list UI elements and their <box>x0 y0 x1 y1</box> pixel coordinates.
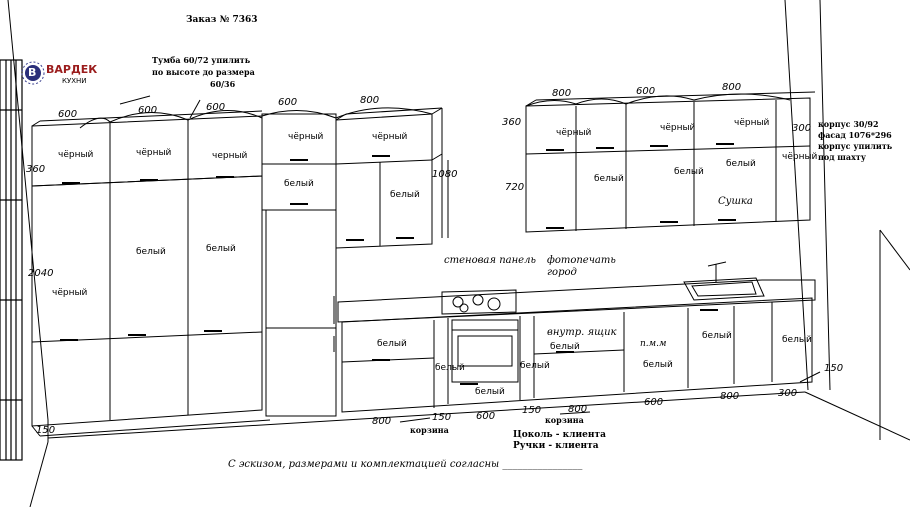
brand-letter: В <box>28 66 37 79</box>
note-basket-right: корзина <box>545 415 584 425</box>
dim-300-a: 300 <box>792 123 812 134</box>
worktop <box>337 279 816 323</box>
dim-300-b: 300 <box>778 388 798 399</box>
plinth-line <box>31 425 41 437</box>
note-korpus-3: корпус упилить <box>818 141 893 151</box>
oven <box>451 319 519 383</box>
label-white-15: белый <box>782 335 812 345</box>
label-black-6: чёрный <box>372 132 408 142</box>
window <box>0 59 23 461</box>
room-walls <box>7 0 910 507</box>
agreement-line: С эскизом, размерами и комплектацией сог… <box>228 459 583 470</box>
label-white-4: белый <box>390 190 420 200</box>
dim-800-e: 800 <box>568 404 588 415</box>
note-handles: Ручки - клиента <box>513 441 599 451</box>
dim-600-g: 600 <box>644 397 664 408</box>
note-drawer: внутр. ящик <box>547 327 617 338</box>
note-wall-panel: стеновая панель <box>444 255 536 266</box>
brand-badge-icon <box>21 61 45 85</box>
dim-360-b: 360 <box>502 117 522 128</box>
order-title: Заказ № 7363 <box>186 15 258 25</box>
label-white-6: белый <box>674 167 704 177</box>
sink <box>683 261 765 301</box>
upper-run-left <box>335 107 443 249</box>
upper-run-right <box>525 91 816 233</box>
dim-150-d: 150 <box>824 363 844 374</box>
label-white-12: белый <box>550 342 580 352</box>
label-white-13: белый <box>643 360 673 370</box>
label-white-7: белый <box>726 159 756 169</box>
label-black-7: чёрный <box>556 128 592 138</box>
dim-600-d: 600 <box>278 97 298 108</box>
note-tumba-2: по высоте до размера <box>152 67 255 77</box>
note-dryer: Сушка <box>718 196 753 207</box>
dim-600-a: 600 <box>58 109 78 120</box>
label-white-8: белый <box>377 339 407 349</box>
note-photo-2: город <box>547 267 577 278</box>
dim-2040: 2040 <box>28 268 54 279</box>
note-korpus-4: под шахту <box>818 152 866 162</box>
dim-720: 720 <box>505 182 525 193</box>
dim-800-a: 800 <box>360 95 380 106</box>
tall-column-bodies <box>31 175 263 427</box>
label-white-5: белый <box>594 174 624 184</box>
note-photo-1: фотопечать <box>547 255 616 266</box>
dim-800-c: 800 <box>722 82 742 93</box>
note-tumba-3: 60/36 <box>210 79 236 89</box>
dim-800-d: 800 <box>372 416 392 427</box>
label-black-5: чёрный <box>288 132 324 142</box>
label-white-2: белый <box>206 244 236 254</box>
dim-150-b: 150 <box>432 412 452 423</box>
note-korpus-1: корпус 30/92 <box>818 119 879 129</box>
label-black-3: черный <box>212 151 248 161</box>
note-korpus-2: фасад 1076*296 <box>818 130 892 140</box>
note-plinth: Цоколь - клиента <box>513 430 606 440</box>
brand-sub: КУХНИ <box>62 77 87 85</box>
dim-800-b: 800 <box>552 88 572 99</box>
label-black-8: чёрный <box>660 123 696 133</box>
note-pmm: п.м.м <box>640 339 667 349</box>
label-white-1: белый <box>136 247 166 257</box>
label-black-9: чёрный <box>734 118 770 128</box>
label-white-3: белый <box>284 179 314 189</box>
dim-150-c: 150 <box>522 405 542 416</box>
handles <box>60 143 736 385</box>
dim-arcs <box>79 93 791 129</box>
label-black-10: чёрный <box>782 152 818 162</box>
dim-600-e: 600 <box>636 86 656 97</box>
dim-1080: 1080 <box>432 169 458 180</box>
brand-logo: В ВАРДЕК КУХНИ <box>20 56 97 90</box>
dim-360-a: 360 <box>26 164 46 175</box>
note-basket-left: корзина <box>410 425 449 435</box>
dim-800-f: 800 <box>720 391 740 402</box>
dim-150-a: 150 <box>36 425 56 436</box>
label-black-1: чёрный <box>58 150 94 160</box>
dim-600-f: 600 <box>476 411 496 422</box>
base-units <box>341 297 813 413</box>
hob <box>441 289 517 315</box>
label-black-4: чёрный <box>52 288 88 298</box>
label-white-14: белый <box>702 331 732 341</box>
label-black-2: чёрный <box>136 148 172 158</box>
leaders <box>119 95 821 423</box>
brand-name: ВАРДЕК <box>46 63 98 76</box>
label-white-10: белый <box>475 387 505 397</box>
dim-600-c: 600 <box>206 102 226 113</box>
dim-600-b: 600 <box>138 105 158 116</box>
label-white-11: белый <box>520 361 550 371</box>
label-white-9: белый <box>435 363 465 373</box>
note-tumba-1: Тумба 60/72 упилить <box>152 55 251 65</box>
